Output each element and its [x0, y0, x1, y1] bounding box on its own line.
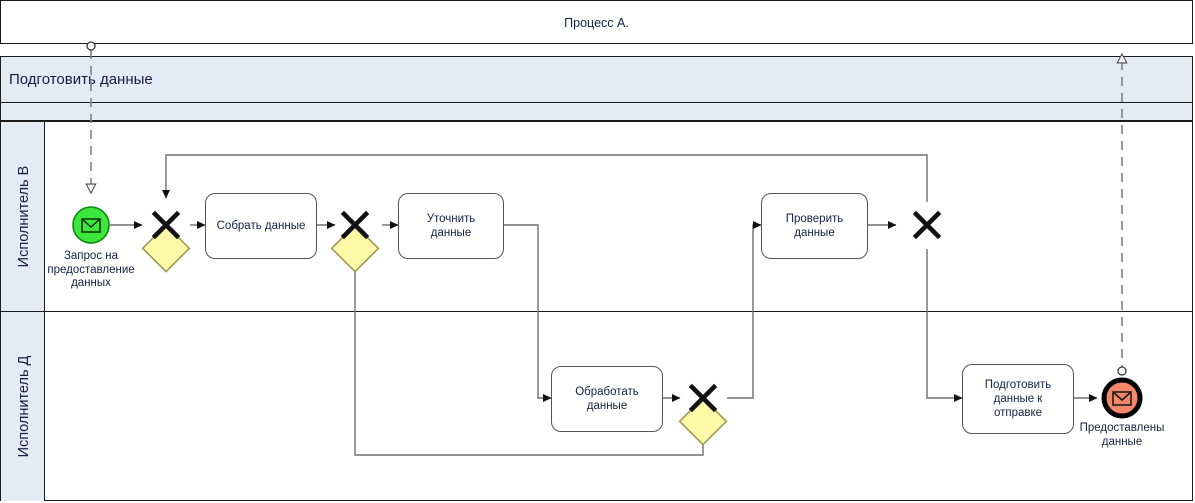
pool-header-band: Подготовить данные: [0, 56, 1193, 103]
lane-header-ispolnitel-v: Исполнитель В: [1, 122, 45, 311]
task-clarify-label: Уточнить данные: [426, 213, 476, 239]
task-collect-label: Собрать данные: [216, 220, 306, 232]
pool-title: Подготовить данные: [9, 71, 153, 88]
gateway-gw-3[interactable]: [248, 0, 942, 240]
task-check-label: Проверить данные: [785, 213, 844, 239]
gateway-gw-1[interactable]: [141, 210, 191, 273]
task-prepare-send-label: Подготовить данные к отправке: [984, 379, 1052, 419]
gateway-gw-4[interactable]: [678, 383, 728, 446]
task-check[interactable]: Проверить данные: [761, 193, 868, 259]
diagram-title: Процесс А.: [564, 16, 629, 30]
flow-clarify-to-process: [502, 224, 552, 402]
task-clarify[interactable]: Уточнить данные: [398, 193, 504, 259]
message-flow-outgoing-origin-dot: [1117, 366, 1127, 376]
flow-gw4-to-check: [727, 221, 762, 399]
message-flow-incoming-origin-dot: [86, 41, 96, 51]
task-prepare-send[interactable]: Подготовить данные к отправке: [962, 364, 1074, 434]
start-event[interactable]: [72, 206, 110, 244]
end-event[interactable]: [1101, 377, 1143, 419]
lane-header-ispolnitel-d: Исполнитель Д: [1, 312, 45, 501]
gateway-gw-2[interactable]: [330, 210, 380, 273]
lane-divider: [1, 311, 1192, 312]
flow-gw3-loopback-to-gw1: [162, 154, 928, 202]
task-collect[interactable]: Собрать данные: [205, 193, 317, 259]
task-process[interactable]: Обработать данные: [551, 366, 663, 432]
pool-sub-band: [0, 103, 1193, 121]
task-process-label: Обработать данные: [575, 386, 639, 412]
diagram-title-bar: Процесс А.: [0, 0, 1193, 44]
flow-gw3-to-prepare-send: [926, 249, 963, 402]
